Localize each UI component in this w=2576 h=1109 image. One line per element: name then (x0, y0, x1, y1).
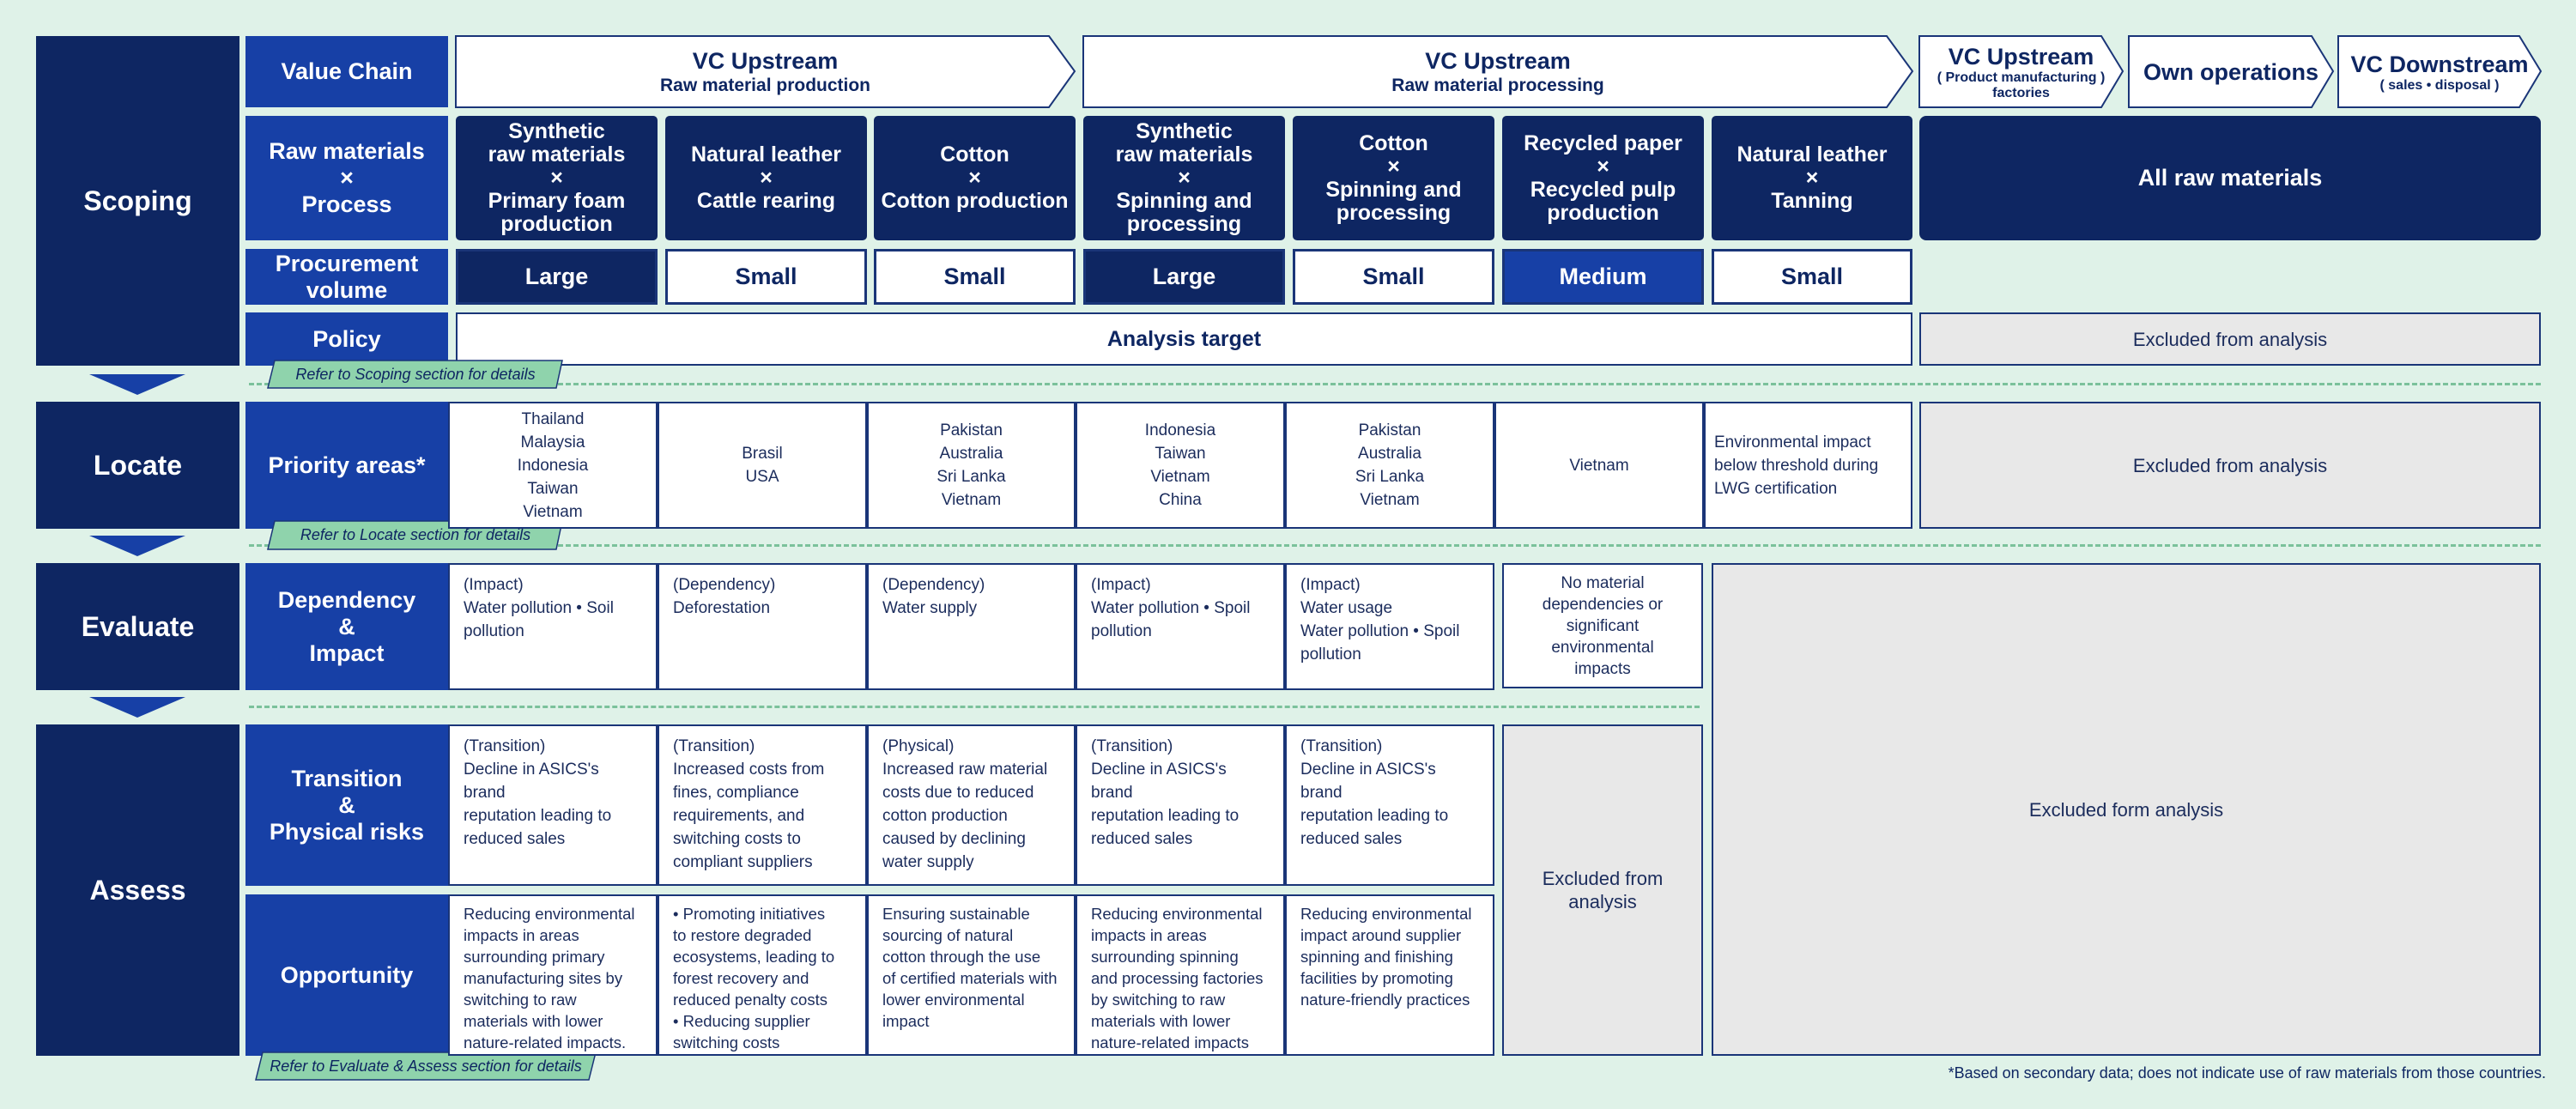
dependency-cell: (Dependency) Water supply (867, 563, 1076, 690)
row-label-value-chain: Value Chain (245, 36, 448, 107)
material-cell: Cotton × Spinning and processing (1293, 116, 1494, 240)
down-arrow-shape (2337, 35, 2543, 108)
vc-subtitle: Raw material processing (1391, 76, 1604, 95)
dependency-cell: (Impact) Water usage Water pollution • S… (1285, 563, 1494, 690)
volume-cell: Small (1712, 249, 1912, 305)
vc-own-operations: Own operations (2129, 36, 2333, 107)
volume-cell: Small (665, 249, 867, 305)
row-label-procurement: Procurement volume (245, 249, 448, 305)
material-cell: Recycled paper × Recycled pulp productio… (1502, 116, 1704, 240)
volume-cell: Medium (1502, 249, 1704, 305)
footnote: *Based on secondary data; does not indic… (1948, 1064, 2546, 1082)
phase-locate: Locate (36, 402, 239, 529)
priority-cell: Pakistan Australia Sri Lanka Vietnam (1285, 402, 1494, 529)
priority-cell: Environmental impact below threshold dur… (1704, 402, 1912, 529)
material-cell: Synthetic raw materials × Spinning and p… (1083, 116, 1285, 240)
vc-title: VC Upstream (1948, 43, 2094, 70)
locate-excluded: Excluded from analysis (1919, 402, 2541, 529)
volume-cell: Large (1083, 249, 1285, 305)
material-cell: Synthetic raw materials × Primary foam p… (456, 116, 658, 240)
row-label-risks: Transition & Physical risks (245, 724, 448, 886)
volume-cell: Large (456, 249, 658, 305)
opportunity-cell: Reducing environmental impact around sup… (1285, 894, 1494, 1056)
vc-title: Own operations (2143, 58, 2319, 85)
priority-cell: Pakistan Australia Sri Lanka Vietnam (867, 402, 1076, 529)
vc-subtitle: ( Product manufacturing ) factories (1937, 70, 2106, 100)
all-raw-materials: All raw materials (1919, 116, 2541, 240)
priority-cell: Indonesia Taiwan Vietnam China (1076, 402, 1285, 529)
vc-downstream: VC Downstream ( sales • disposal ) (2338, 36, 2541, 107)
vc-subtitle: ( sales • disposal ) (2379, 77, 2500, 93)
analysis-target-bar: Analysis target (456, 312, 1912, 366)
opportunity-cell: Ensuring sustainable sourcing of natural… (867, 894, 1076, 1056)
priority-cell: Brasil USA (658, 402, 867, 529)
vc-title: VC Upstream (1425, 48, 1571, 74)
risk-cell: (Physical) Increased raw material costs … (867, 724, 1076, 886)
divider (249, 383, 2541, 385)
risk-cell: (Transition) Decline in ASICS's brand re… (1285, 724, 1494, 886)
recycled-excluded: Excluded from analysis (1502, 724, 1703, 1056)
material-cell: Natural leather × Tanning (1712, 116, 1912, 240)
note-scoping: Refer to Scoping section for details (295, 365, 536, 383)
vc-upstream-manufacturing: VC Upstream ( Product manufacturing ) fa… (1919, 36, 2123, 107)
dependency-cell: (Impact) Water pollution • Spoil polluti… (1076, 563, 1285, 690)
dependency-cell: (Impact) Water pollution • Soil pollutio… (448, 563, 658, 690)
vc-subtitle: Raw material production (659, 76, 871, 95)
material-cell: Cotton × Cotton production (874, 116, 1076, 240)
opportunity-cell: Reducing environmental impacts in areas … (448, 894, 658, 1056)
phase-assess: Assess (36, 724, 239, 1056)
policy-excluded: Excluded from analysis (1919, 312, 2541, 366)
phase-evaluate: Evaluate (36, 563, 239, 690)
row-label-opportunity: Opportunity (245, 894, 448, 1056)
note-evaluate-assess: Refer to Evaluate & Assess section for d… (270, 1057, 582, 1075)
volume-cell: Small (874, 249, 1076, 305)
divider (249, 544, 2541, 547)
opportunity-cell: • Promoting initiatives to restore degra… (658, 894, 867, 1056)
dependency-cell: (Dependency) Deforestation (658, 563, 867, 690)
note-tag-shape (267, 360, 563, 389)
material-cell: Natural leather × Cattle rearing (665, 116, 867, 240)
vc-upstream-production: VC Upstream Raw material production (456, 36, 1075, 107)
no-material-cell: No material dependencies or significant … (1502, 563, 1703, 688)
vc3-arrow-shape (1918, 35, 2124, 108)
priority-cell: Thailand Malaysia Indonesia Taiwan Vietn… (448, 402, 658, 529)
divider (249, 706, 1700, 708)
risk-cell: (Transition) Decline in ASICS's brand re… (1076, 724, 1285, 886)
volume-cell: Small (1293, 249, 1494, 305)
opportunity-cell: Reducing environmental impacts in areas … (1076, 894, 1285, 1056)
note-locate: Refer to Locate section for details (300, 526, 531, 543)
vc-upstream-processing: VC Upstream Raw material processing (1083, 36, 1912, 107)
phase-scoping: Scoping (36, 36, 239, 366)
risk-cell: (Transition) Decline in ASICS's brand re… (448, 724, 658, 886)
vc-title: VC Downstream (2350, 51, 2529, 77)
row-label-dependency: Dependency & Impact (245, 563, 448, 690)
chevron-down-icon (89, 374, 185, 395)
risk-cell: (Transition) Increased costs from fines,… (658, 724, 867, 886)
vc-title: VC Upstream (692, 48, 839, 74)
vc2-arrow-shape (1082, 35, 1914, 108)
row-label-raw-materials: Raw materials × Process (245, 116, 448, 240)
priority-cell: Vietnam (1494, 402, 1704, 529)
chevron-down-icon (89, 536, 185, 556)
big-excluded: Excluded form analysis (1712, 563, 2541, 1056)
chevron-down-icon (89, 697, 185, 718)
vc1-arrow-shape (455, 35, 1076, 108)
row-label-policy: Policy (245, 312, 448, 366)
row-label-priority: Priority areas* (245, 402, 448, 529)
own-arrow-shape (2128, 35, 2335, 108)
